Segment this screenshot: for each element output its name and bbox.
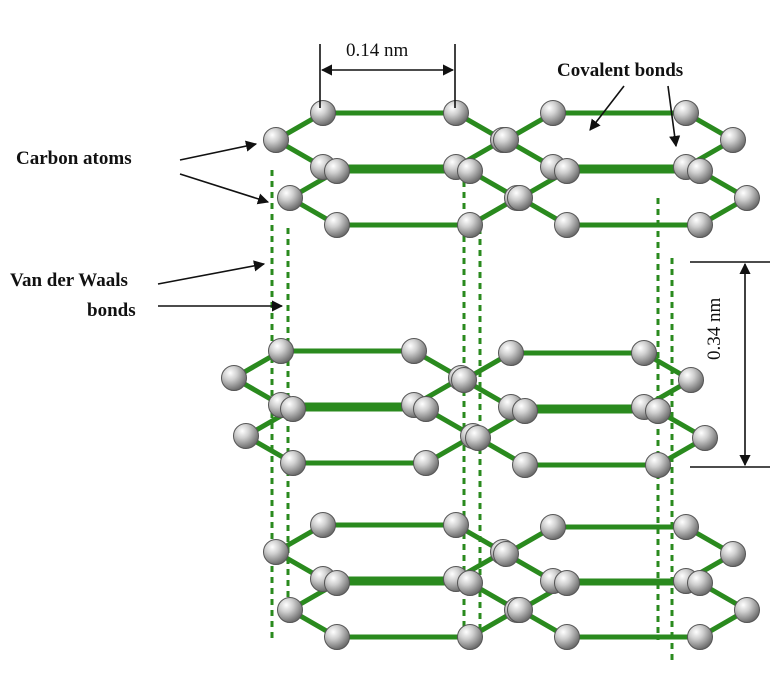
covalent-bonds	[231, 110, 750, 640]
interlayer-spacing-label: 0.34 nm	[704, 297, 725, 360]
carbon-arrow-2	[179, 173, 270, 205]
annotation-lines	[157, 44, 770, 468]
carbon-atom	[493, 541, 519, 567]
carbon-atom	[324, 212, 350, 238]
carbon-atom	[443, 100, 469, 126]
carbon-atom	[554, 212, 580, 238]
carbon-atom	[631, 340, 657, 366]
carbon-atom	[734, 597, 760, 623]
carbon-atoms-label: Carbon atoms	[16, 148, 132, 169]
carbon-atom	[277, 185, 303, 211]
carbon-atom	[673, 100, 699, 126]
carbon-atom	[280, 450, 306, 476]
carbon-atom	[443, 512, 469, 538]
carbon-atom	[310, 512, 336, 538]
carbon-atom	[457, 570, 483, 596]
carbon-atom	[324, 570, 350, 596]
carbon-atom	[554, 158, 580, 184]
carbon-atom	[324, 158, 350, 184]
carbon-atom	[678, 367, 704, 393]
carbon-atom	[401, 338, 427, 364]
carbon-atom	[720, 127, 746, 153]
carbon-atom	[498, 340, 524, 366]
van-der-waals-label-line2: bonds	[87, 300, 136, 321]
carbon-atom	[507, 185, 533, 211]
carbon-atom	[233, 423, 259, 449]
carbon-arrow-1	[179, 140, 258, 161]
carbon-atom	[310, 100, 336, 126]
carbon-atom	[268, 338, 294, 364]
carbon-atom	[554, 624, 580, 650]
carbon-atom	[687, 624, 713, 650]
carbon-atom	[457, 624, 483, 650]
carbon-atom	[280, 396, 306, 422]
carbon-atom	[465, 425, 491, 451]
carbon-atom	[324, 624, 350, 650]
carbon-atom	[451, 367, 477, 393]
carbon-atom	[720, 541, 746, 567]
carbon-atom	[413, 450, 439, 476]
carbon-atom	[692, 425, 718, 451]
covalent-bonds-label: Covalent bonds	[557, 60, 684, 81]
carbon-atom	[512, 398, 538, 424]
carbon-atom	[687, 570, 713, 596]
carbon-atom	[507, 597, 533, 623]
carbon-atom	[645, 452, 671, 478]
carbon-atom	[673, 514, 699, 540]
van-der-waals-label: Van der Waals	[10, 270, 128, 291]
carbon-atom	[734, 185, 760, 211]
vdw-arrow-1	[157, 260, 266, 285]
carbon-atom	[554, 570, 580, 596]
carbon-atom	[540, 514, 566, 540]
carbon-atom	[645, 398, 671, 424]
carbon-atom	[263, 127, 289, 153]
carbon-atom	[277, 597, 303, 623]
covalent-arrow-2	[667, 85, 681, 148]
carbon-atom	[687, 158, 713, 184]
carbon-atom	[687, 212, 713, 238]
covalent-arrow-1	[589, 85, 625, 131]
carbon-atom	[493, 127, 519, 153]
carbon-atoms	[221, 100, 760, 650]
carbon-atom	[263, 539, 289, 565]
carbon-atom	[540, 100, 566, 126]
carbon-atom	[457, 212, 483, 238]
carbon-atom	[413, 396, 439, 422]
carbon-atom	[512, 452, 538, 478]
carbon-atom	[221, 365, 247, 391]
bond-length-label: 0.14 nm	[346, 40, 409, 61]
carbon-atom	[457, 158, 483, 184]
